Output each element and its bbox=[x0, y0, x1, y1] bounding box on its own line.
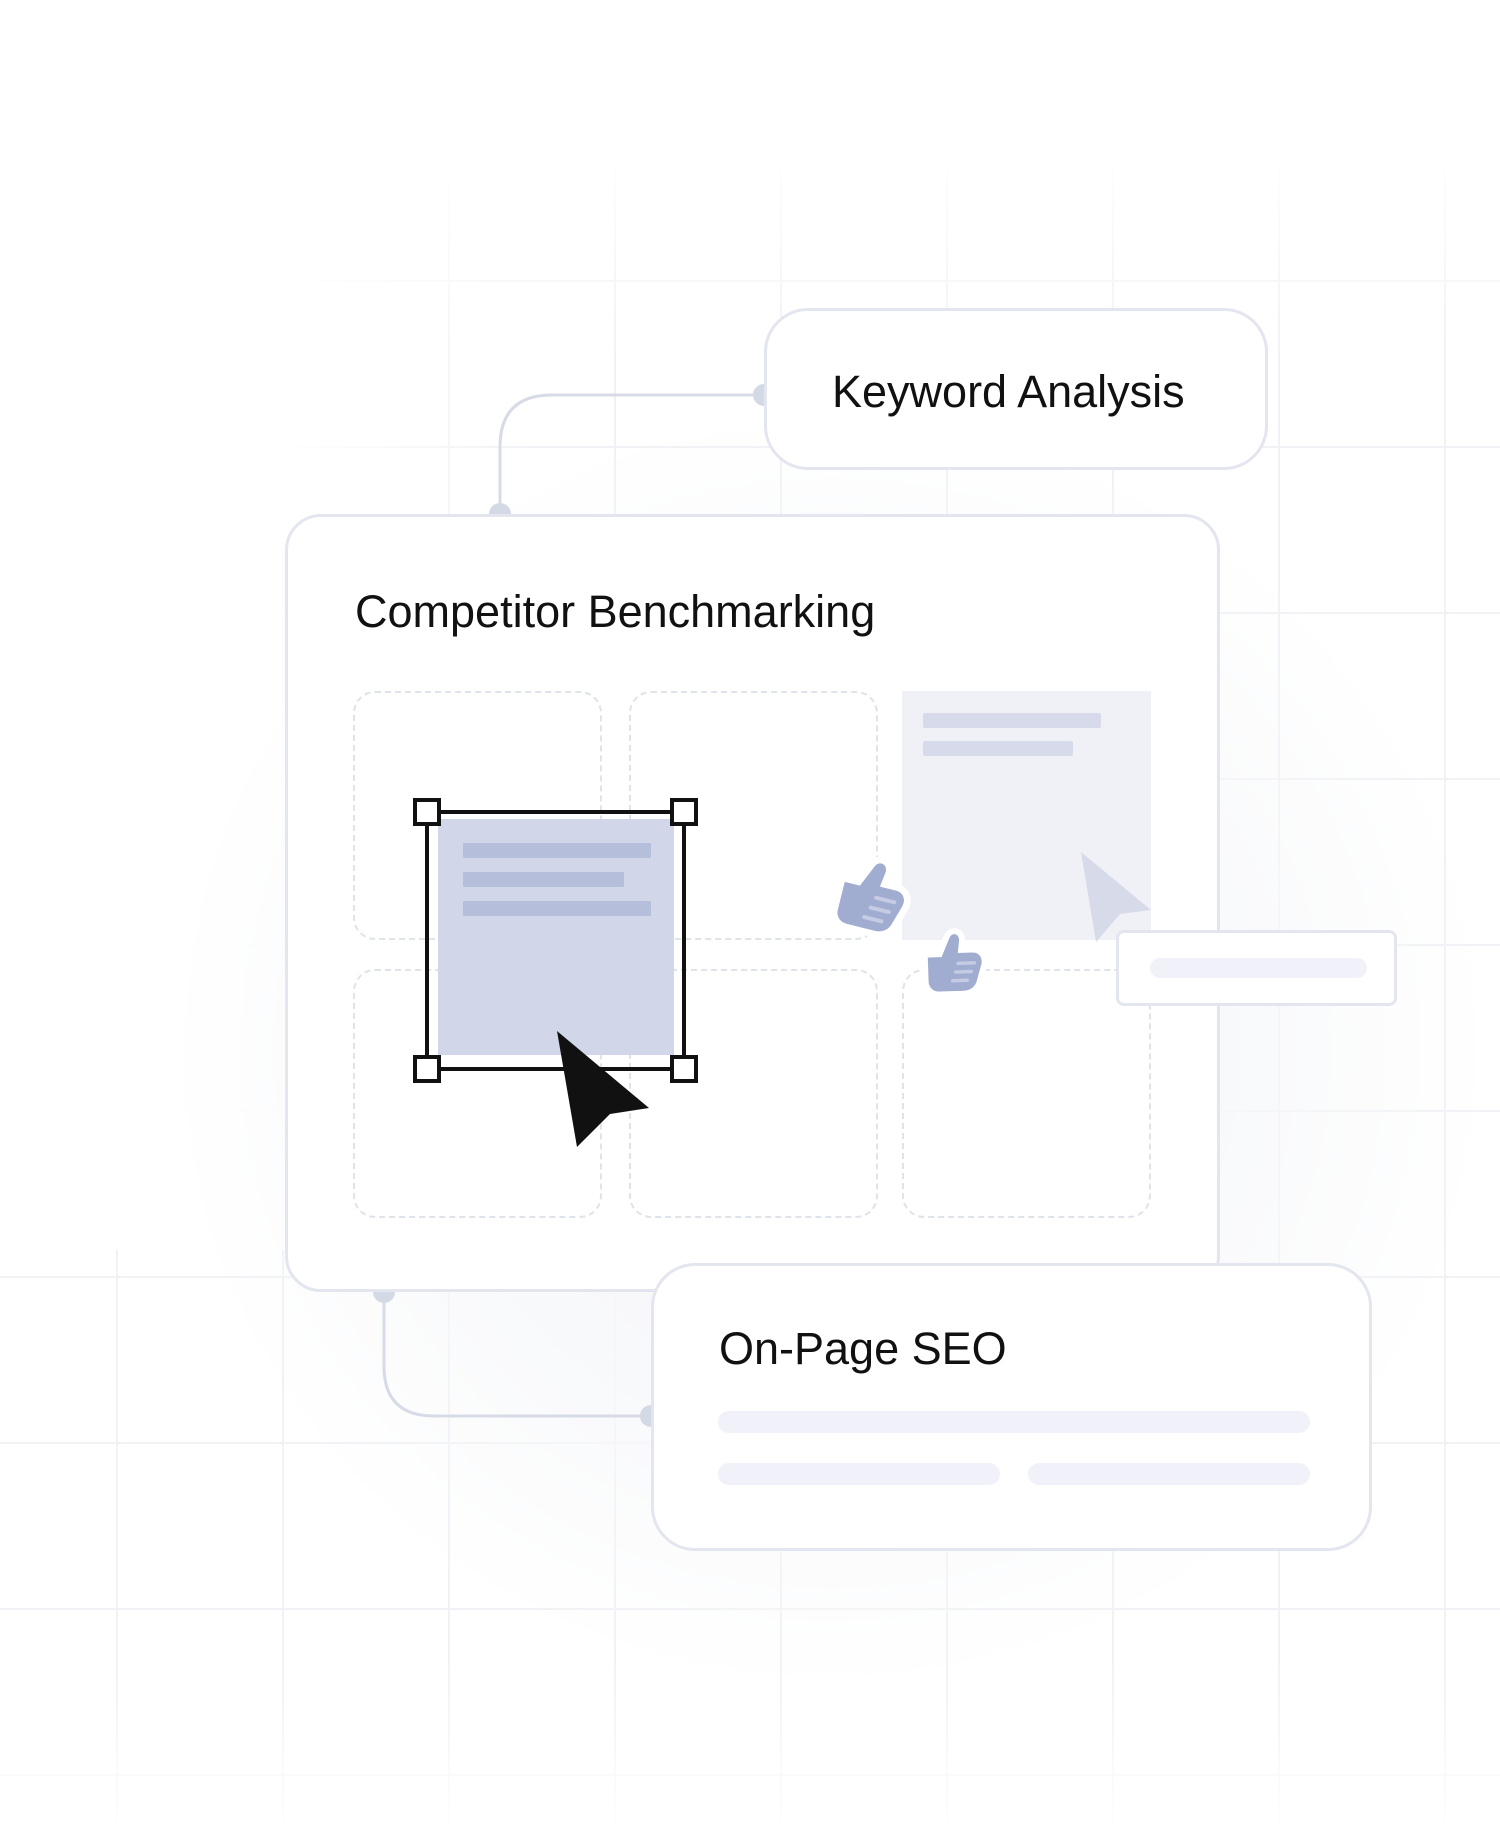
cursor-arrow-icon bbox=[557, 1031, 649, 1147]
thumbs-up-icon bbox=[830, 856, 911, 939]
floating-placeholder-card[interactable] bbox=[1116, 930, 1397, 1006]
cursor-arrow-icon bbox=[1081, 852, 1151, 942]
connector-keyword-to-benchmarking bbox=[498, 393, 764, 514]
skeleton-line bbox=[718, 1463, 1000, 1485]
skeleton-line bbox=[718, 1411, 1310, 1433]
selected-content-tile[interactable] bbox=[438, 819, 674, 1055]
skeleton-line bbox=[923, 741, 1073, 756]
on-page-seo-card[interactable]: On-Page SEO bbox=[651, 1263, 1372, 1551]
grid-slot[interactable] bbox=[629, 691, 878, 940]
connector-benchmarking-to-onpage bbox=[382, 1292, 651, 1418]
selection-box[interactable] bbox=[413, 798, 698, 1083]
grid-slot[interactable] bbox=[902, 969, 1151, 1218]
skeleton-line bbox=[1150, 958, 1367, 978]
thumbs-up-icon bbox=[921, 928, 988, 998]
keyword-analysis-card[interactable]: Keyword Analysis bbox=[764, 308, 1268, 470]
skeleton-line bbox=[463, 872, 624, 887]
square-handle-icon[interactable] bbox=[670, 798, 698, 826]
on-page-seo-title: On-Page SEO bbox=[719, 1323, 1007, 1374]
square-handle-icon[interactable] bbox=[413, 798, 441, 826]
grid-fade-bottom bbox=[0, 1660, 1500, 1840]
skeleton-line bbox=[1028, 1463, 1310, 1485]
skeleton-line bbox=[463, 901, 651, 916]
competitor-benchmarking-card[interactable]: Competitor Benchmarking bbox=[285, 514, 1220, 1292]
skeleton-line bbox=[923, 713, 1101, 728]
square-handle-icon[interactable] bbox=[413, 1055, 441, 1083]
competitor-benchmarking-title: Competitor Benchmarking bbox=[355, 586, 876, 637]
skeleton-line bbox=[463, 843, 651, 858]
keyword-analysis-title: Keyword Analysis bbox=[832, 366, 1185, 417]
square-handle-icon[interactable] bbox=[670, 1055, 698, 1083]
